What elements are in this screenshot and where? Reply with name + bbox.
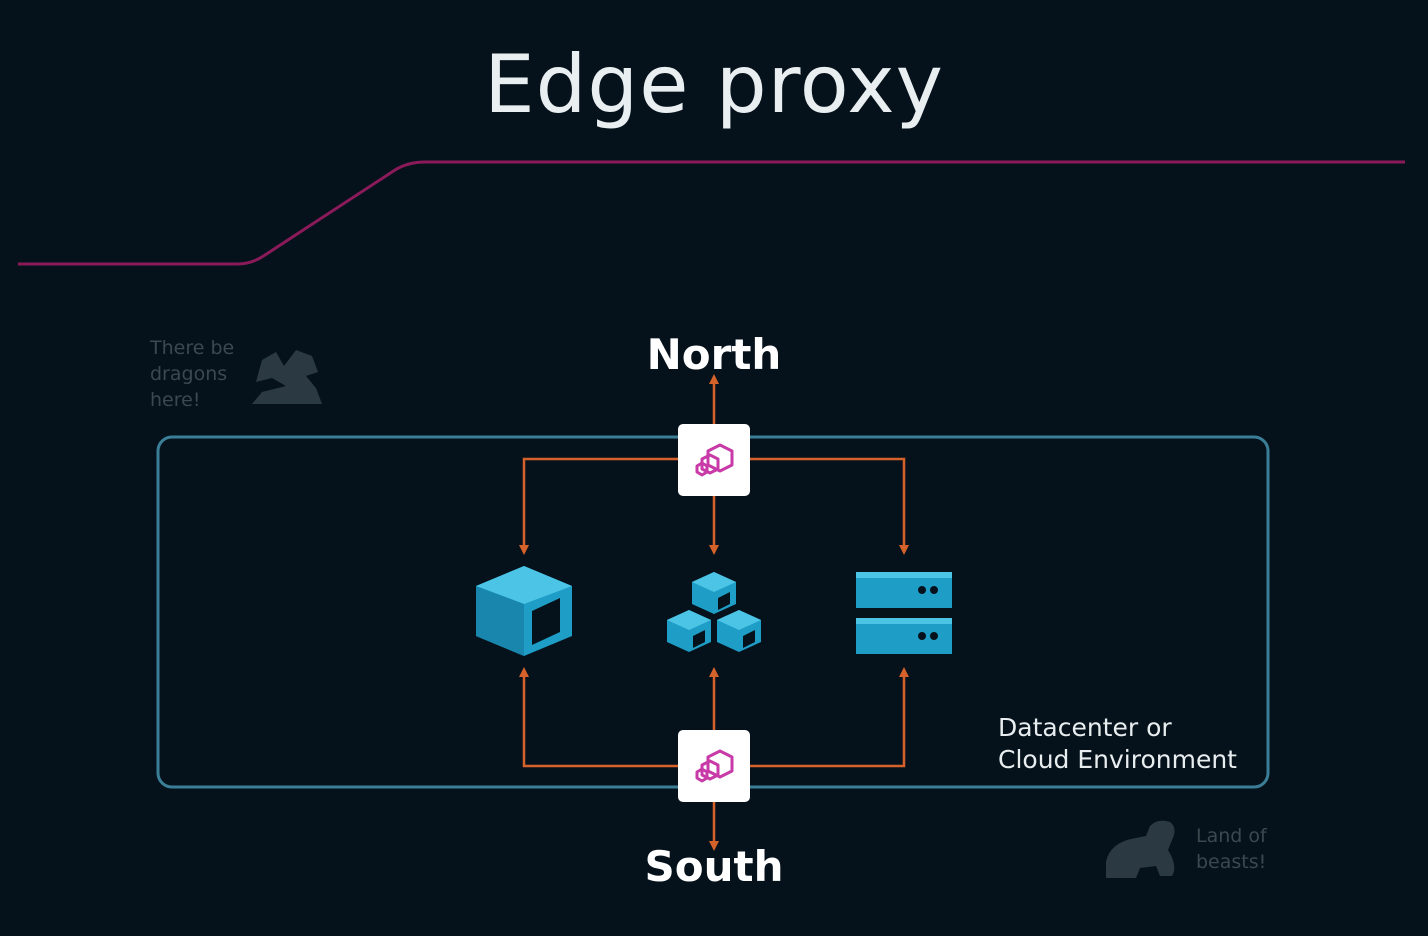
arrow-top-to-left bbox=[519, 457, 678, 555]
dragons-note-line1: There be bbox=[150, 337, 235, 359]
north-label: North bbox=[646, 330, 782, 379]
arrow-top-to-right bbox=[750, 457, 909, 555]
dragons-note-line3: here! bbox=[150, 389, 201, 411]
dinosaur-icon bbox=[1106, 820, 1175, 878]
beasts-note-line1: Land of bbox=[1196, 825, 1267, 847]
slide-title: Edge proxy bbox=[484, 38, 944, 131]
environment-label: Datacenter or Cloud Environment bbox=[998, 712, 1237, 776]
cube-cluster-icon bbox=[667, 572, 761, 652]
environment-label-line2: Cloud Environment bbox=[998, 745, 1237, 774]
arrow-bottom-to-left bbox=[519, 667, 678, 768]
single-cube-icon bbox=[476, 566, 572, 656]
envoy-proxy-icon bbox=[678, 730, 750, 802]
dragons-note: There be dragons here! bbox=[150, 335, 234, 413]
horizon-line bbox=[18, 160, 1405, 266]
beasts-note: Land of beasts! bbox=[1196, 823, 1267, 875]
dragon-icon bbox=[252, 350, 322, 404]
envoy-proxy-icon bbox=[678, 424, 750, 496]
beasts-note-line2: beasts! bbox=[1196, 851, 1267, 873]
south-label: South bbox=[644, 842, 784, 891]
server-stack-icon bbox=[856, 572, 952, 654]
dragons-note-line2: dragons bbox=[150, 363, 228, 385]
arrow-bottom-to-right bbox=[750, 667, 909, 768]
environment-label-line1: Datacenter or bbox=[998, 713, 1172, 742]
traffic-arrows bbox=[519, 374, 909, 851]
